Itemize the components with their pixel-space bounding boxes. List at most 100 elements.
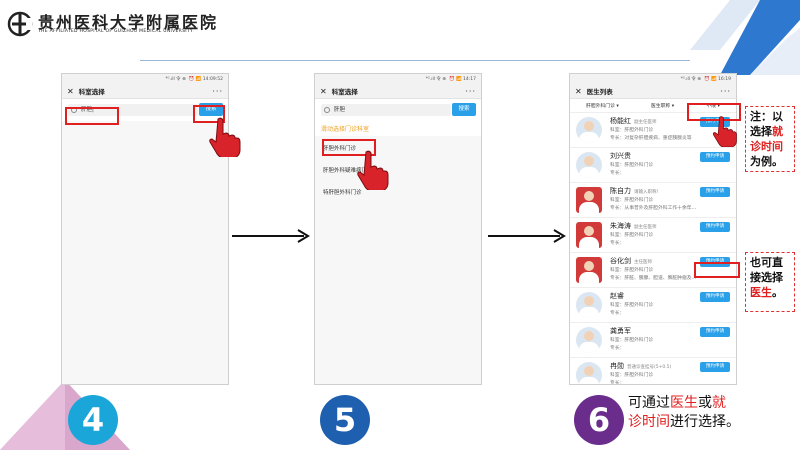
doctor-list: 杨能红副主任医师科室：肝胆外科门诊专长：对复杂肝胆疾病、重症胰腺炎等预约申请刘兴… [570,113,736,385]
appointment-button[interactable]: 预约申请 [700,117,730,127]
status-bar: ⁴ᴳ.ıll 令 ⊕ ⏰ 📶 14:09:52 [62,74,228,84]
doctor-department: 科室：肝胆外科门诊 [610,128,654,133]
appointment-button[interactable]: 预约申请 [700,362,730,372]
doctor-name: 冉勋 [610,362,624,370]
decorative-stripes [690,0,800,75]
doctor-row[interactable]: 谷化剑主任医师科室：肝胆外科门诊专长：肝脏、胰腺、胆道、脾脏肿瘤及...预约申请 [570,253,736,288]
search-button-highlight [193,105,225,123]
appointment-button[interactable]: 预约申请 [700,222,730,232]
close-icon[interactable]: ✕ [320,86,327,96]
header-divider [140,60,690,61]
doctor-row[interactable]: 赵睿科室：肝胆外科门诊专长： 预约申请 [570,288,736,323]
page-title: 医生列表 [586,88,613,96]
doctor-specialty: 专长： [610,381,625,385]
doctor-specialty: 专长： [610,311,625,316]
appointment-button[interactable]: 预约申请 [700,292,730,302]
doctor-title: 副主任医师 [634,225,657,230]
doctor-name: 谷化剑 [610,257,631,265]
department-option[interactable]: 肝胆外科疑难病门诊 [323,168,373,174]
doctor-photo [576,187,602,213]
note-by-time: 注：以 选择就 诊时间 为例。 [745,106,795,172]
doctor-specialty: 专长：对复杂肝胆疾病、重症胰腺炎等 [610,136,692,141]
hospital-logo-icon [7,11,33,37]
doctor-row[interactable]: 朱海涛副主任医师科室：肝胆外科门诊专长：预约申请 [570,218,736,253]
filter-time-highlight [687,103,741,121]
doctor-name-line: 朱海涛副主任医师 [610,221,657,231]
doctor-name-line: 杨能红副主任医师 [610,116,657,126]
department-highlight [322,139,376,156]
search-button[interactable]: 搜索 [452,103,476,116]
phone-screen-doctor-list: ⁴ᴳ.ıll 令 ⊕ ⏰ 📶 16:19 ✕ 医生列表 ··· 肝胆外科门诊 ▾… [569,73,737,385]
more-icon[interactable]: ··· [212,86,223,96]
page-title: 科室选择 [78,88,105,96]
doctor-row[interactable]: 冉勋普通诊查挂号(5+0.5) 科室：肝胆外科门诊专长： 预约申请 [570,358,736,385]
doctor-name-line: 陈自力请输入职称！ [610,186,661,196]
doctor-row[interactable]: 龚勇军科室：肝胆外科门诊专长： 预约申请 [570,323,736,358]
pointing-hand-icon [209,117,241,157]
title-bar: ✕ 科室选择 ··· [62,84,228,99]
doctor-name-line: 冉勋普通诊查挂号(5+0.5) [610,361,671,371]
step-badge-5: 5 [320,395,370,445]
arrow-right-icon [488,229,566,243]
doctor-specialty: 专长： [610,171,625,176]
scroll-hint: 滑动选择门诊科室 [315,121,481,136]
doctor-specialty: 专长： [610,241,625,246]
close-icon[interactable]: ✕ [67,86,74,96]
doctor-photo [576,117,602,143]
doctor-name: 杨能红 [610,117,631,125]
doctor-department: 科室：肝胆外科门诊 [610,198,654,203]
doctor-department: 科室：肝胆外科门诊 [610,163,654,168]
status-bar: ⁴ᴳ.ıll 令 ⊕ ⏰ 📶 16:19 [570,74,736,84]
arrow-right-icon [232,229,310,243]
title-bar: ✕ 科室选择 ··· [315,84,481,99]
doctor-name: 陈自力 [610,187,631,195]
doctor-title: 主任医师 [634,260,652,265]
department-option[interactable]: 特肝胆外科门诊 [323,190,362,196]
doctor-row[interactable]: 刘兴贵科室：肝胆外科门诊专长：预约申请 [570,148,736,183]
filter-title[interactable]: 医生职称 ▾ [651,104,675,109]
doctor-photo [576,257,602,283]
title-bar: ✕ 医生列表 ··· [570,84,736,99]
search-input[interactable]: 肝胆 [321,104,451,116]
search-icon [324,107,330,113]
doctor-highlight [694,262,740,278]
pointing-hand-icon [712,116,737,147]
pointing-hand-icon [357,150,389,190]
doctor-department: 科室：肝胆外科门诊 [610,338,654,343]
department-option[interactable]: 肝胆外科门诊 [323,146,357,152]
doctor-specialty: 专长：肝脏、胰腺、胆道、脾脏肿瘤及... [610,276,697,281]
doctor-photo [576,222,602,248]
doctor-department: 科室：肝胆外科门诊 [610,373,654,378]
close-icon[interactable]: ✕ [575,86,582,96]
doctor-name: 朱海涛 [610,222,631,230]
doctor-name-line: 龚勇军 [610,326,634,336]
doctor-row[interactable]: 杨能红副主任医师科室：肝胆外科门诊专长：对复杂肝胆疾病、重症胰腺炎等 预约申请 [570,113,736,148]
doctor-name: 龚勇军 [610,327,631,335]
doctor-specialty: 专长： [610,346,625,351]
page-title: 科室选择 [331,88,358,96]
search-input-highlight [65,107,119,125]
doctor-photo [576,362,602,384]
doctor-name: 赵睿 [610,292,624,300]
doctor-row[interactable]: 陈自力请输入职称！ 科室：肝胆外科门诊专长：从事普外及肝胆外科工作十余年... 预约… [570,183,736,218]
appointment-button[interactable]: 预约申请 [700,187,730,197]
hospital-name-en: THE AFFILIATED HOSPITAL OF GUIZHOU MEDIC… [38,29,193,34]
appointment-button[interactable]: 预约申请 [700,152,730,162]
filter-bar: 肝胆外科门诊 ▾ 医生职称 ▾ 不限 ▾ [570,99,736,113]
caption: 可通过医生或就 诊时间进行选择。 [628,395,740,430]
appointment-button[interactable]: 预约申请 [700,327,730,337]
more-icon[interactable]: ··· [720,86,731,96]
doctor-photo [576,327,602,353]
filter-time[interactable]: 不限 ▾ [706,104,720,109]
doctor-title: 副主任医师 [634,120,657,125]
doctor-specialty: 专长：从事普外及肝胆外科工作十余年... [610,206,697,211]
doctor-name-line: 谷化剑主任医师 [610,256,652,266]
doctor-title: 普通诊查挂号(5+0.5) [627,365,672,370]
doctor-photo [576,292,602,318]
status-bar: ⁴ᴳ.ıll 令 ⊕ ⏰ 📶 14:17 [315,74,481,84]
filter-department[interactable]: 肝胆外科门诊 ▾ [586,104,619,109]
doctor-department: 科室：肝胆外科门诊 [610,303,654,308]
step-badge-6: 6 [574,395,624,445]
more-icon[interactable]: ··· [465,86,476,96]
step-badge-4: 4 [68,395,118,445]
